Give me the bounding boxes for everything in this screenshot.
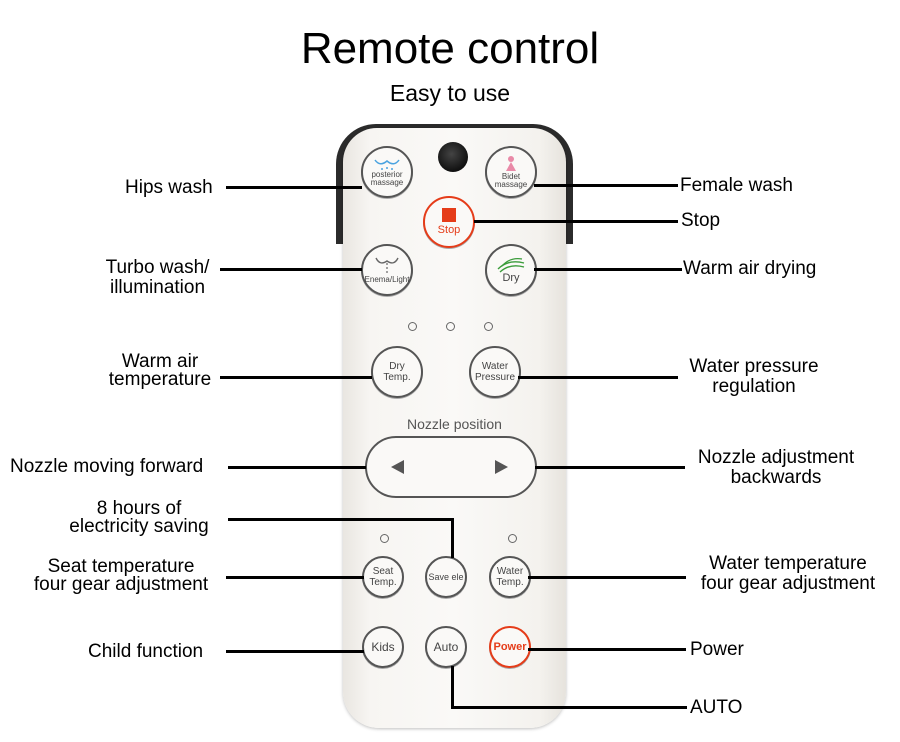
callout-line: temperature <box>108 369 212 390</box>
save-ele-label: Save ele <box>428 571 464 582</box>
power-button[interactable]: Power <box>489 626 531 668</box>
leader-line <box>534 268 682 271</box>
leader-line <box>228 466 366 469</box>
page-title: Remote control <box>300 24 600 73</box>
dry-temp-label-line2: Temp. <box>383 372 411 383</box>
page-subtitle: Easy to use <box>389 80 511 106</box>
stop-button[interactable]: Stop <box>423 196 475 248</box>
warm-air-icon <box>497 257 525 273</box>
callout-line: Warm air <box>121 351 199 372</box>
leader-line <box>534 184 678 187</box>
stop-label: Stop <box>437 224 461 236</box>
dry-button[interactable]: Dry <box>485 244 537 296</box>
callout-line: Water pressure <box>689 356 819 377</box>
seat-temp-label-line1: Seat <box>372 566 394 577</box>
callout-line: backwards <box>730 467 822 488</box>
callout-line: electricity saving <box>69 516 209 537</box>
leader-line <box>226 650 364 653</box>
indicator-led <box>508 534 517 543</box>
stop-icon <box>442 208 456 222</box>
kids-button[interactable]: Kids <box>362 626 404 668</box>
callout-nozzle-forward: Nozzle moving forward <box>10 456 204 477</box>
dry-temp-label-line1: Dry <box>389 361 405 372</box>
callout-nozzle-backwards: Nozzle adjustment backwards <box>686 448 866 488</box>
leader-line <box>518 376 678 379</box>
water-temp-label-line2: Temp. <box>496 577 524 588</box>
turbo-spray-icon <box>375 257 399 273</box>
leader-line <box>226 576 364 579</box>
leader-line <box>528 648 686 651</box>
posterior-massage-label: posterior massage <box>370 170 404 187</box>
leader-line <box>474 220 678 223</box>
callout-power: Power <box>690 639 744 660</box>
seat-temp-label-line2: Temp. <box>369 577 397 588</box>
callout-line: four gear adjustment <box>700 573 876 594</box>
callout-warm-air-drying: Warm air drying <box>683 258 817 279</box>
enema-light-label: Enema/Light <box>364 274 410 284</box>
water-pressure-button[interactable]: Water Pressure <box>469 346 521 398</box>
seat-temp-button[interactable]: Seat Temp. <box>362 556 404 598</box>
dry-temp-button[interactable]: Dry Temp. <box>371 346 423 398</box>
callout-line: Seat temperature <box>47 556 195 577</box>
callout-warm-air-temperature: Warm air temperature <box>100 351 220 390</box>
callout-water-pressure: Water pressure regulation <box>678 357 830 397</box>
callout-line: Nozzle adjustment <box>697 447 855 468</box>
callout-hips-wash: Hips wash <box>125 177 213 198</box>
spray-icon <box>374 159 400 170</box>
nozzle-position-title: Nozzle position <box>407 416 502 432</box>
water-pressure-label-line1: Water <box>481 361 509 372</box>
callout-female-wash: Female wash <box>680 175 793 196</box>
female-icon <box>506 156 516 171</box>
leader-line <box>228 518 453 521</box>
leader-line <box>528 576 686 579</box>
indicator-led <box>484 322 493 331</box>
callout-line: Turbo wash/ <box>105 257 210 278</box>
auto-button[interactable]: Auto <box>425 626 467 668</box>
leader-line <box>226 186 362 189</box>
callout-stop: Stop <box>681 210 721 231</box>
water-temp-label-line1: Water <box>496 566 524 577</box>
indicator-led <box>446 322 455 331</box>
callout-line: 8 hours of <box>96 498 182 519</box>
callout-turbo-wash: Turbo wash/ illumination <box>95 258 220 298</box>
power-label: Power <box>493 640 527 653</box>
arrow-right-icon[interactable] <box>495 460 508 474</box>
callout-electricity-saving: 8 hours of electricity saving <box>56 498 222 537</box>
water-temp-button[interactable]: Water Temp. <box>489 556 531 598</box>
callout-line: Water temperature <box>709 553 867 574</box>
indicator-led <box>408 322 417 331</box>
bidet-massage-button[interactable]: Bidet massage <box>485 146 537 198</box>
callout-line: regulation <box>712 376 796 397</box>
callout-line: illumination <box>109 277 206 298</box>
auto-label: Auto <box>433 639 459 654</box>
callout-child-function: Child function <box>88 641 204 662</box>
leader-line <box>535 466 685 469</box>
posterior-massage-button[interactable]: posterior massage <box>361 146 413 198</box>
bidet-massage-label: Bidet massage <box>494 172 528 189</box>
callout-water-temperature: Water temperature four gear adjustment <box>688 554 888 594</box>
save-ele-button[interactable]: Save ele <box>425 556 467 598</box>
arrow-left-icon[interactable] <box>391 460 404 474</box>
callout-seat-temperature: Seat temperature four gear adjustment <box>18 556 224 595</box>
callout-line: four gear adjustment <box>33 574 209 595</box>
ir-sensor-icon <box>438 142 468 172</box>
kids-label: Kids <box>371 639 395 654</box>
leader-line <box>220 268 362 271</box>
callout-auto: AUTO <box>690 697 743 718</box>
leader-line <box>451 666 454 708</box>
leader-line <box>451 706 687 709</box>
leader-line <box>451 518 454 558</box>
enema-light-button[interactable]: Enema/Light <box>361 244 413 296</box>
indicator-led <box>380 534 389 543</box>
leader-line <box>220 376 372 379</box>
dry-label: Dry <box>502 271 520 284</box>
water-pressure-label-line2: Pressure <box>474 372 515 383</box>
